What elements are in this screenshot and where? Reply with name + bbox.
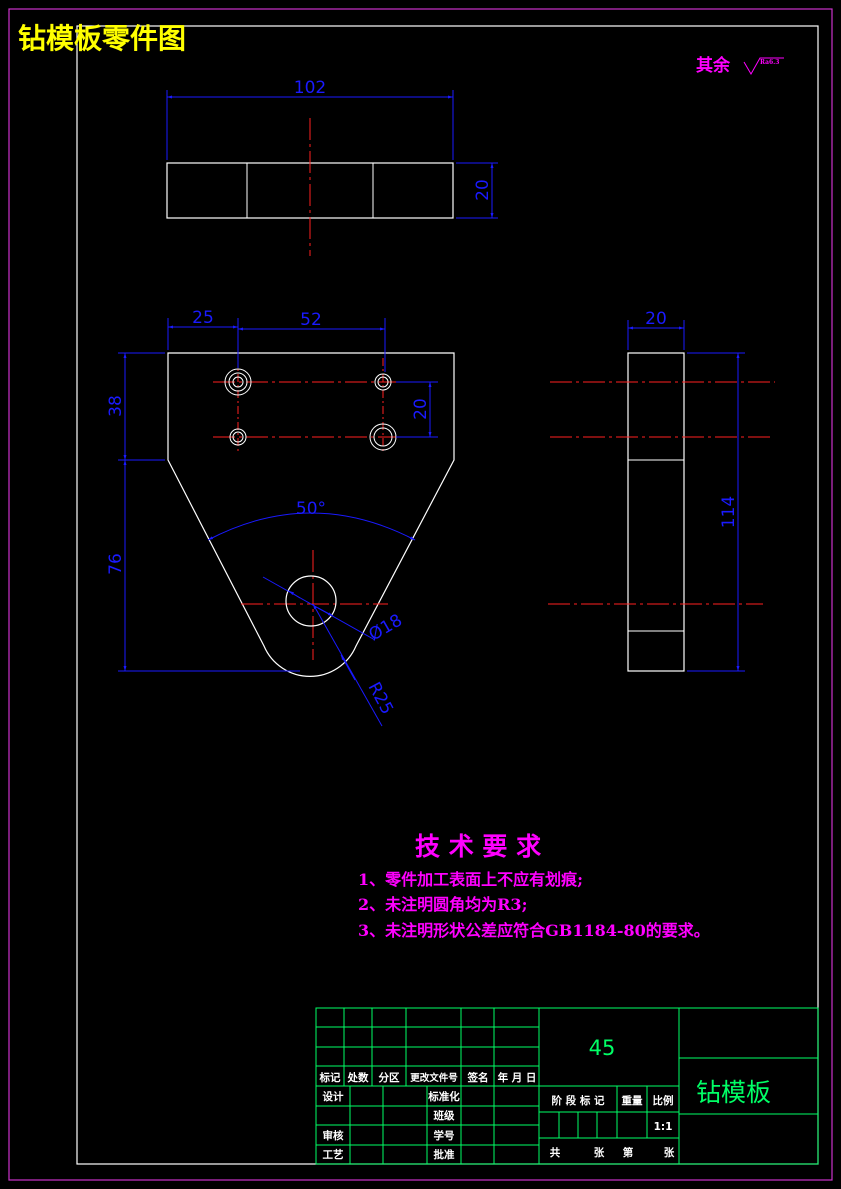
label-sheets: 张: [594, 1146, 605, 1159]
label-weight: 重量: [622, 1094, 643, 1107]
drawing-title: 钻模板零件图: [18, 22, 186, 55]
dim-text-hole-spacing: 52: [300, 310, 322, 330]
label-mark: 标记: [319, 1071, 341, 1084]
scale-value: 1:1: [654, 1121, 673, 1133]
dim-leader-radius-arrow: [340, 654, 356, 681]
outer-frame: [8, 8, 833, 1181]
small-hole: [232, 431, 244, 443]
counterbore-hole: [228, 372, 248, 392]
technical-requirements: 技 术 要 求 1、零件加工表面上不应有划痕; 2、未注明圆角均为R3; 3、未…: [358, 832, 710, 940]
dim-text-side-width: 20: [645, 309, 667, 329]
roughness-symbol-icon: [743, 57, 784, 76]
small-hole: [377, 376, 389, 388]
title-block: [315, 1007, 819, 1165]
dim-text-radius: R25: [364, 679, 397, 718]
dim-text-side-height: 114: [719, 496, 739, 528]
label-stage-mark: 阶 段 标 记: [552, 1094, 605, 1107]
material-value: 45: [589, 1036, 616, 1060]
label-zone: 分区: [379, 1071, 400, 1084]
label-sign: 签名: [467, 1071, 489, 1084]
dim-arc-angle: [207, 512, 416, 541]
roughness-prefix: 其余: [696, 55, 731, 76]
dim-text-length: 102: [294, 78, 326, 98]
small-hole: [374, 373, 392, 391]
tech-requirement-item: 2、未注明圆角均为R3;: [358, 895, 527, 914]
label-approve: 批准: [434, 1148, 455, 1161]
tech-requirements-heading: 技 术 要 求: [415, 832, 541, 861]
dim-text-left-offset: 25: [192, 308, 214, 328]
label-count: 处数: [347, 1071, 369, 1084]
label-standardize: 标准化: [427, 1090, 460, 1103]
label-class: 班级: [434, 1109, 455, 1122]
dim-leader-diameter-arrow: [288, 590, 301, 599]
counterbore-hole: [373, 427, 393, 447]
inner-frame: [76, 25, 819, 1165]
side-view-outline: [627, 352, 685, 672]
label-change-doc: 更改文件号: [410, 1072, 458, 1084]
counterbore-hole: [224, 368, 252, 396]
label-design: 设计: [323, 1090, 344, 1103]
label-review: 审核: [323, 1129, 344, 1142]
side-view: 20 114: [548, 309, 775, 672]
label-process: 工艺: [323, 1148, 344, 1161]
roughness-value: Ra6.3: [760, 59, 779, 66]
front-view: 25 52 38 76 20 50° Ø18 R25: [106, 308, 455, 727]
small-hole: [229, 428, 247, 446]
surface-roughness-note: 其余 Ra6.3: [696, 55, 784, 76]
dim-text-thickness: 20: [473, 179, 493, 201]
dim-text-lower-height: 76: [106, 553, 126, 575]
label-total: 共: [550, 1146, 561, 1159]
label-page: 第: [623, 1146, 634, 1159]
tech-requirement-item: 3、未注明形状公差应符合GB1184-80的要求。: [358, 921, 710, 940]
top-view: 102 20: [166, 78, 498, 256]
tech-requirement-item: 1、零件加工表面上不应有划痕;: [358, 870, 583, 889]
title-block-text: 45 钻模板 标记 处数 分区 更改文件号 签名 年 月 日 设计 标准化 班级…: [319, 1036, 772, 1161]
dim-text-angle: 50°: [296, 499, 326, 519]
label-date: 年 月 日: [498, 1071, 537, 1084]
label-scale: 比例: [653, 1094, 674, 1107]
label-student-no: 学号: [434, 1129, 455, 1142]
bore-hole: [285, 575, 337, 627]
small-hole: [232, 376, 244, 388]
dim-text-hole-row-gap: 20: [411, 398, 431, 420]
front-view-outline: [167, 352, 455, 678]
dim-text-upper-height: 38: [106, 395, 126, 417]
part-name: 钻模板: [696, 1078, 771, 1107]
dim-leader-diameter-arrow: [317, 607, 334, 617]
label-sheets: 张: [664, 1146, 675, 1159]
dim-leader-radius: [312, 603, 383, 727]
